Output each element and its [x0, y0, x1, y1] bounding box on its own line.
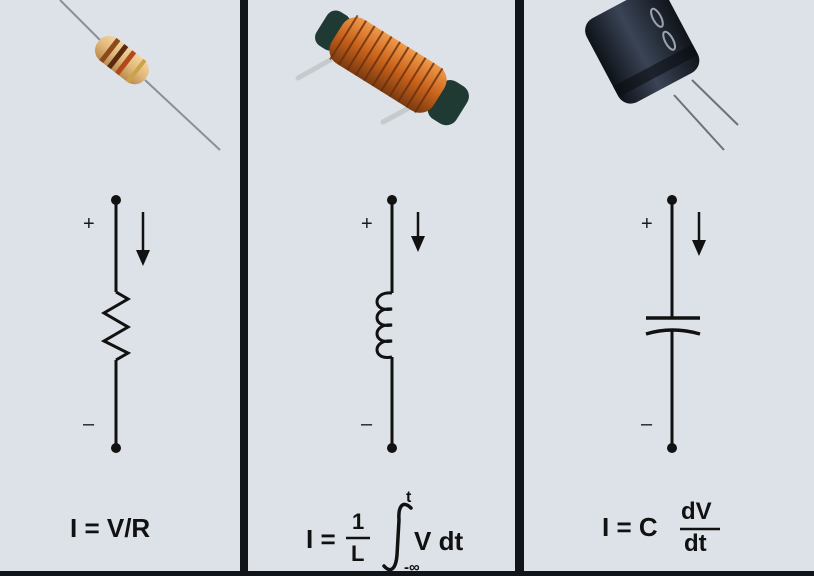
resistor-zigzag: [100, 290, 132, 362]
resistor-body: [94, 35, 150, 85]
inductor-illustration: [295, 10, 469, 572]
inductor-formula-lhs: I =: [306, 524, 336, 554]
capacitor-lead-2: [673, 94, 725, 151]
fraction-numerator: dV: [681, 498, 712, 525]
terminal-bottom: [667, 443, 677, 453]
fraction-numerator: 1: [352, 509, 365, 534]
resistor-symbol: [100, 195, 150, 453]
fraction-denominator: dt: [684, 530, 707, 557]
current-arrow: [692, 212, 706, 256]
fraction-denominator: L: [351, 541, 365, 566]
resistor-illustration: [59, 0, 221, 453]
resistor-lead-bottom: [144, 79, 221, 151]
inductor-panel: + – I = 1 L t -∞ V dt: [248, 0, 515, 575]
capacitor-plate-bottom: [645, 328, 701, 336]
terminal-bottom: [111, 443, 121, 453]
plus-sign: +: [361, 213, 373, 235]
resistor-lead-top: [59, 0, 101, 41]
plus-sign: +: [641, 213, 653, 235]
inductor-body: [315, 10, 469, 126]
capacitor-symbol: [645, 195, 720, 531]
integral-sign: [382, 502, 413, 572]
plus-sign: +: [83, 213, 95, 235]
capacitor-illustration: [585, 0, 739, 531]
minus-sign: –: [361, 413, 373, 435]
current-arrow: [136, 212, 150, 266]
inductor-symbol: [346, 195, 425, 572]
integral-lower-limit: -∞: [404, 559, 420, 576]
resistor-panel: + – I = V/R: [0, 0, 240, 571]
minus-sign: –: [83, 413, 95, 435]
terminal-bottom: [387, 443, 397, 453]
current-arrow: [411, 212, 425, 252]
capacitor-lead-1: [691, 79, 739, 126]
resistor-formula: I = V/R: [70, 513, 151, 543]
inductor-coil: [375, 291, 393, 359]
capacitor-body: [585, 0, 700, 104]
capacitor-formula-lhs: I = C: [602, 512, 658, 542]
capacitor-panel: + – I = C dV dt: [524, 0, 814, 571]
minus-sign: –: [641, 413, 653, 435]
integral-upper-limit: t: [406, 489, 412, 506]
integrand: V dt: [414, 526, 464, 556]
